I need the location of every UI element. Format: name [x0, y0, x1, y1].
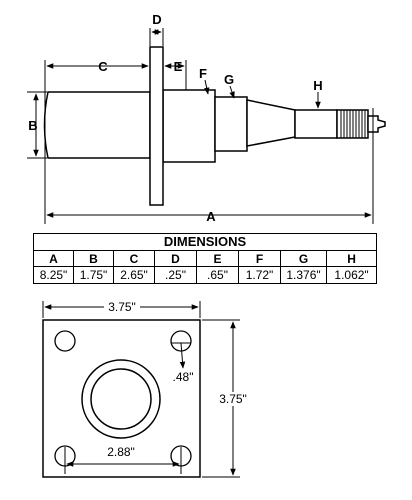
value-cell-d: .25" [154, 266, 197, 284]
value-cell-g: 1.376" [280, 266, 327, 284]
label-g: G [224, 72, 234, 87]
value-cell-h: 1.062" [325, 266, 378, 284]
spindle-taper [246, 99, 296, 147]
mounting-flange [149, 46, 164, 206]
header-cell-c: C [113, 250, 155, 267]
label-h: H [313, 78, 322, 93]
label-a: A [206, 209, 216, 224]
header-cell-b: B [73, 250, 114, 267]
height-label-bg [216, 392, 250, 406]
value-cell-e: .65" [196, 266, 239, 284]
grease-fitting [367, 115, 386, 133]
header-cell-f: F [238, 250, 281, 267]
spindle-shaft [43, 91, 151, 159]
table-title-row: DIMENSIONS [32, 233, 378, 251]
label-f: F [199, 66, 207, 81]
header-cell-d: D [154, 250, 197, 267]
thread-lines [340, 110, 366, 138]
side-view-dimension-lines [27, 28, 374, 224]
value-cell-b: 1.75" [73, 266, 114, 284]
spacing-label-bg [101, 445, 141, 459]
header-cell-e: E [196, 250, 239, 267]
value-cell-f: 1.72" [238, 266, 281, 284]
table-title: DIMENSIONS [32, 233, 378, 251]
width-label-bg [104, 300, 140, 314]
label-e: E [174, 59, 183, 74]
dimensions-table: DIMENSIONS A B C D E F G H 8.25" 1.75" 2… [32, 233, 378, 284]
header-cell-h: H [325, 250, 378, 267]
spindle-hub-outer [81, 359, 161, 439]
small-bearing-seat [294, 109, 338, 139]
bolt-hole-top-left [54, 330, 76, 352]
spindle-collar [162, 89, 216, 163]
value-cell-c: 2.65" [113, 266, 155, 284]
header-cell-g: G [280, 250, 327, 267]
spindle-side-view [43, 46, 386, 206]
label-b: B [28, 118, 37, 133]
flange-width-label: 3.75" [108, 300, 136, 314]
flange-height-label: 3.75" [219, 392, 247, 406]
label-c: C [98, 59, 108, 74]
hole-diameter-label: .48" [173, 370, 194, 384]
bolt-hole-top-right [170, 330, 192, 352]
hole-spacing-label: 2.88" [107, 445, 135, 459]
header-cell-a: A [33, 250, 74, 267]
bearing-seat [214, 96, 248, 152]
table-value-row: 8.25" 1.75" 2.65" .25" .65" 1.72" 1.376"… [33, 266, 378, 284]
spindle-hub-inner [90, 368, 152, 430]
value-cell-a: 8.25" [33, 266, 74, 284]
label-d: D [152, 12, 161, 27]
table-header-row: A B C D E F G H [33, 250, 378, 267]
